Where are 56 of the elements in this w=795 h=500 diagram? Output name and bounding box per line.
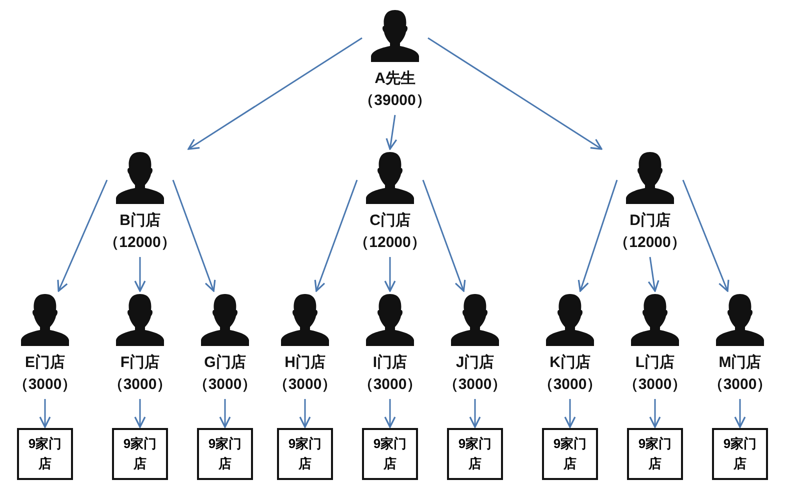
amount-label: （3000） xyxy=(623,375,687,395)
amount-label: （3000） xyxy=(273,375,337,395)
arrow xyxy=(648,256,660,292)
arrow xyxy=(578,180,618,292)
store-box: 9家门店 xyxy=(447,428,503,480)
arrow xyxy=(384,399,396,428)
arrow xyxy=(428,37,602,150)
arrow xyxy=(219,399,231,428)
name-label: B门店 xyxy=(120,211,160,231)
name-label: H门店 xyxy=(284,353,326,373)
arrow xyxy=(299,399,311,428)
amount-label: （3000） xyxy=(193,375,257,395)
store-box: 9家门店 xyxy=(627,428,683,480)
name-label: E门店 xyxy=(24,353,65,373)
name-label: L门店 xyxy=(635,353,675,373)
store-box: 9家门店 xyxy=(542,428,598,480)
store-box: 9家门店 xyxy=(362,428,418,480)
arrow xyxy=(172,180,216,292)
amount-label: （3000） xyxy=(13,375,77,395)
arrow xyxy=(649,399,661,428)
arrow xyxy=(188,37,362,150)
amount-label: （3000） xyxy=(358,375,422,395)
store-box: 9家门店 xyxy=(17,428,73,480)
arrow xyxy=(422,180,466,292)
name-label: G门店 xyxy=(204,353,246,373)
name-label: K门店 xyxy=(550,353,590,373)
amount-label: （12000） xyxy=(104,233,176,253)
arrow xyxy=(314,180,358,292)
arrow xyxy=(134,399,146,428)
name-label: D门店 xyxy=(630,211,670,231)
amount-label: （39000） xyxy=(359,91,431,111)
store-box: 9家门店 xyxy=(277,428,333,480)
store-box: 9家门店 xyxy=(197,428,253,480)
name-label: M门店 xyxy=(718,353,762,373)
arrow xyxy=(386,114,398,150)
amount-label: （12000） xyxy=(354,233,426,253)
amount-label: （3000） xyxy=(443,375,507,395)
arrow xyxy=(469,399,481,428)
amount-label: （3000） xyxy=(708,375,772,395)
arrow xyxy=(682,180,730,292)
store-box: 9家门店 xyxy=(112,428,168,480)
name-label: F门店 xyxy=(120,353,160,373)
name-label: I门店 xyxy=(372,353,408,373)
name-label: A先生 xyxy=(374,69,416,89)
arrow xyxy=(134,257,146,292)
amount-label: （12000） xyxy=(614,233,686,253)
arrow xyxy=(384,257,396,292)
arrow xyxy=(734,399,746,428)
name-label: C门店 xyxy=(370,211,410,231)
arrow xyxy=(564,399,576,428)
store-box: 9家门店 xyxy=(712,428,768,480)
amount-label: （3000） xyxy=(108,375,172,395)
amount-label: （3000） xyxy=(538,375,602,395)
arrow xyxy=(39,399,51,428)
arrow xyxy=(57,180,108,292)
name-label: J门店 xyxy=(456,353,494,373)
